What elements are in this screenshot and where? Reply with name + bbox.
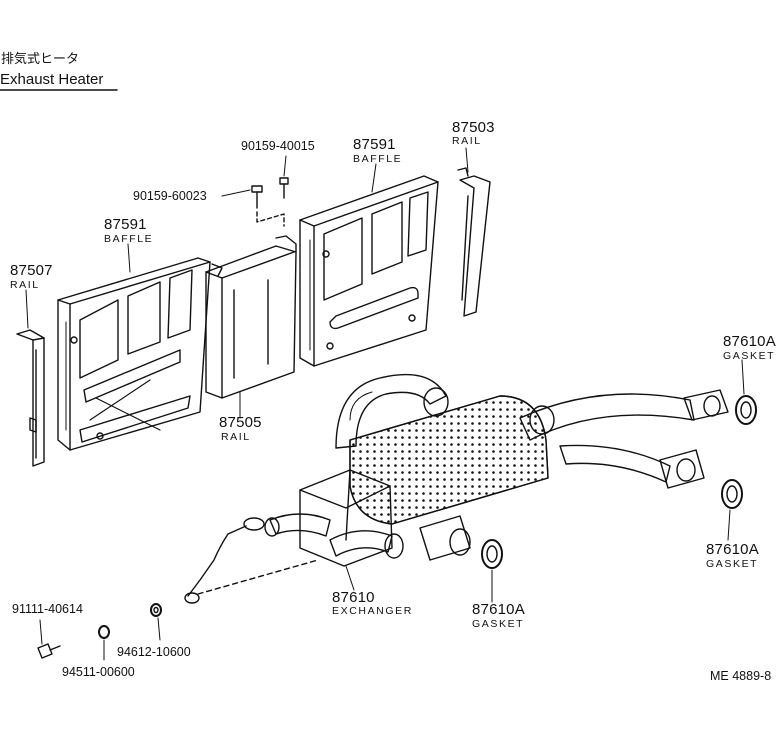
exchanger-87610	[264, 373, 729, 567]
washer-94612-10600	[150, 603, 162, 617]
left-rail-87507	[16, 329, 45, 467]
callout-exchanger-name: EXCHANGER	[332, 605, 413, 617]
callout-gasket-c-number: 87610A	[472, 601, 525, 618]
callout-gasket-b-number: 87610A	[706, 541, 759, 558]
right-rail-87503	[457, 167, 491, 317]
bolt-90159-60023	[251, 185, 263, 209]
screw-91111-40614	[37, 643, 61, 659]
rod-guide-line	[197, 559, 319, 595]
callout-rail-left-name: RAIL	[10, 279, 40, 291]
callout-gasket-a-name: GASKET	[723, 350, 776, 362]
title-japanese: 排気式ヒータ	[1, 52, 80, 67]
bolt-guide-line	[256, 211, 285, 227]
gasket-87610A-upper	[735, 395, 757, 425]
callout-washer-94612-10600: 94612-10600	[117, 645, 191, 659]
gasket-87610A-middle	[721, 479, 743, 509]
right-baffle-87591	[299, 175, 439, 367]
callout-exchanger-number: 87610	[332, 589, 375, 606]
bolt-90159-40015	[279, 177, 289, 199]
left-baffle-87591	[57, 257, 211, 451]
control-rod	[184, 517, 265, 604]
callout-screw-91111-40614: 91111-40614	[12, 602, 83, 616]
callout-baffle-left-number: 87591	[104, 216, 147, 233]
callout-gasket-a-number: 87610A	[723, 333, 776, 350]
title-english: Exhaust Heater	[0, 71, 104, 88]
callout-rail-right-number: 87503	[452, 119, 495, 136]
callout-baffle-left-name: BAFFLE	[104, 233, 154, 245]
center-rail-87505	[205, 235, 297, 399]
callout-rail-center-name: RAIL	[221, 431, 251, 443]
callout-rail-right-name: RAIL	[452, 135, 482, 147]
callout-bolt-90159-60023: 90159-60023	[133, 189, 207, 203]
callout-baffle-right-number: 87591	[353, 136, 396, 153]
gasket-87610A-lower	[481, 539, 503, 569]
callout-nut-94511-00600: 94511-00600	[62, 665, 135, 679]
leader-lines	[25, 147, 745, 661]
callout-rail-center-number: 87505	[219, 414, 262, 431]
diagram-reference-code: ME 4889-8	[710, 669, 772, 683]
callout-gasket-b-name: GASKET	[706, 558, 759, 570]
nut-94511-00600	[98, 625, 110, 639]
callout-baffle-right-name: BAFFLE	[353, 153, 403, 165]
callout-rail-left-number: 87507	[10, 262, 53, 279]
callout-gasket-c-name: GASKET	[472, 618, 525, 630]
callout-bolt-90159-40015: 90159-40015	[241, 139, 315, 153]
